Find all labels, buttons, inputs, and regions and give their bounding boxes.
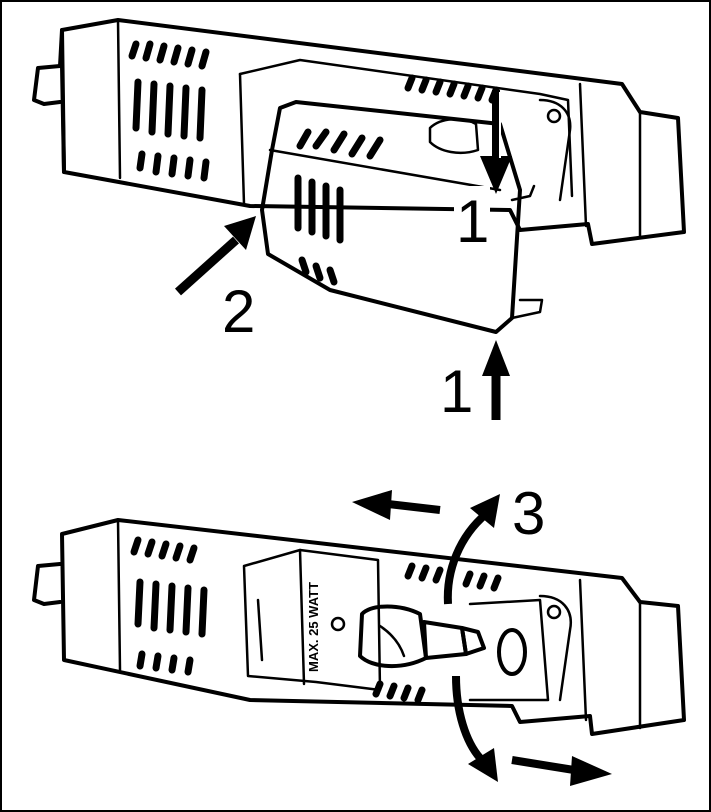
arrow-slide-left	[352, 490, 441, 520]
arrow-rotate-down	[452, 675, 498, 782]
arrow-step2	[174, 216, 256, 296]
light-bulb	[358, 604, 527, 676]
arrow-slide-right	[511, 756, 612, 786]
step-label-1-bottom: 1	[440, 358, 473, 425]
arrow-step1-down	[480, 90, 512, 194]
step-label-2: 2	[222, 278, 255, 345]
screw-hole	[330, 616, 346, 632]
bulb-rating-marking: MAX. 25 WATT	[306, 582, 321, 672]
step-label-3: 3	[512, 480, 545, 547]
top-panel: 1 2 1	[32, 18, 686, 425]
lamp-housing-bottom: MAX. 25 WATT	[32, 518, 686, 736]
cover-vent-slots	[294, 128, 384, 286]
bottom-panel: MAX. 25 WATT 3	[32, 480, 686, 786]
arrow-step1-up	[482, 340, 510, 420]
vent-slots-top	[128, 40, 500, 182]
arrow-rotate-up	[443, 494, 500, 605]
step-label-1-top: 1	[456, 188, 489, 255]
lamp-cover	[260, 100, 544, 334]
label-bg-step1-top	[454, 186, 490, 248]
bulb-socket-ring	[497, 628, 527, 676]
lamp-housing-top	[32, 18, 686, 246]
